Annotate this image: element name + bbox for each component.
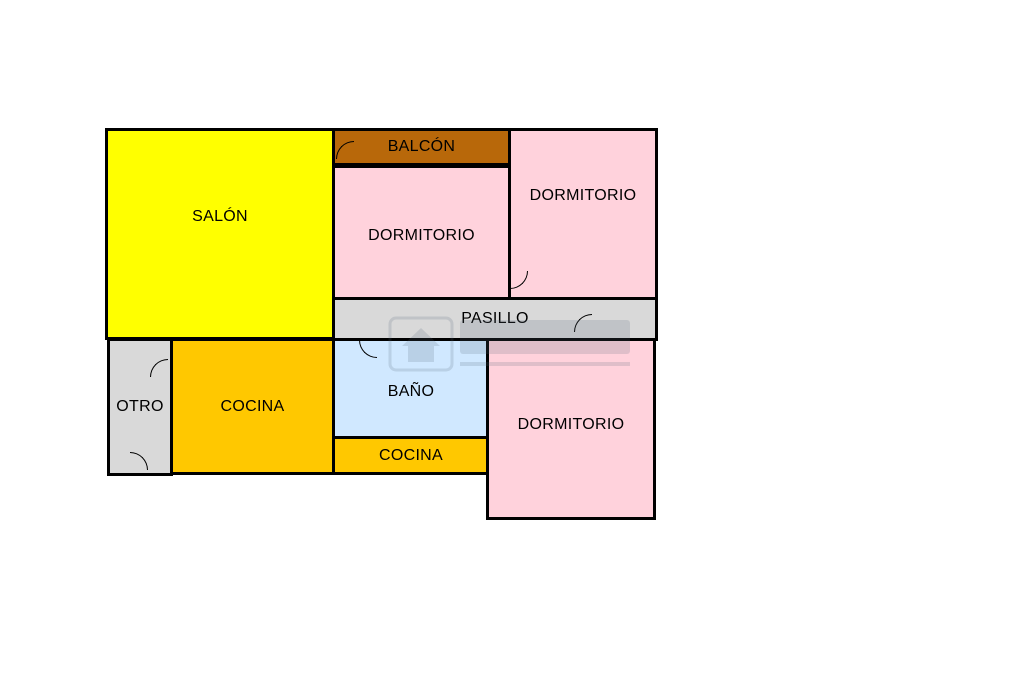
- room-dormitorio-2: DORMITORIO: [508, 128, 658, 300]
- room-bano: BAÑO: [332, 338, 490, 439]
- room-label-balcon: BALCÓN: [387, 138, 456, 155]
- room-label-dormitorio-3: DORMITORIO: [517, 415, 625, 433]
- room-salon: SALÓN: [105, 128, 335, 340]
- room-balcon: BALCÓN: [332, 128, 511, 166]
- room-label-bano: BAÑO: [387, 382, 435, 400]
- room-pasillo: PASILLO: [332, 297, 658, 341]
- room-label-dormitorio-1: DORMITORIO: [368, 226, 475, 244]
- room-dormitorio-1: DORMITORIO: [332, 165, 511, 300]
- room-label-cocina-1: COCINA: [220, 397, 285, 415]
- room-label-cocina-2: COCINA: [378, 446, 444, 464]
- room-label-pasillo: PASILLO: [461, 310, 529, 327]
- room-label-salon: SALÓN: [192, 208, 248, 225]
- room-cocina-1: COCINA: [170, 338, 335, 475]
- room-cocina-2: COCINA: [332, 436, 490, 475]
- room-label-dormitorio-2: DORMITORIO: [529, 187, 637, 204]
- room-label-otro: OTRO: [116, 398, 164, 415]
- room-dormitorio-3: DORMITORIO: [486, 338, 656, 520]
